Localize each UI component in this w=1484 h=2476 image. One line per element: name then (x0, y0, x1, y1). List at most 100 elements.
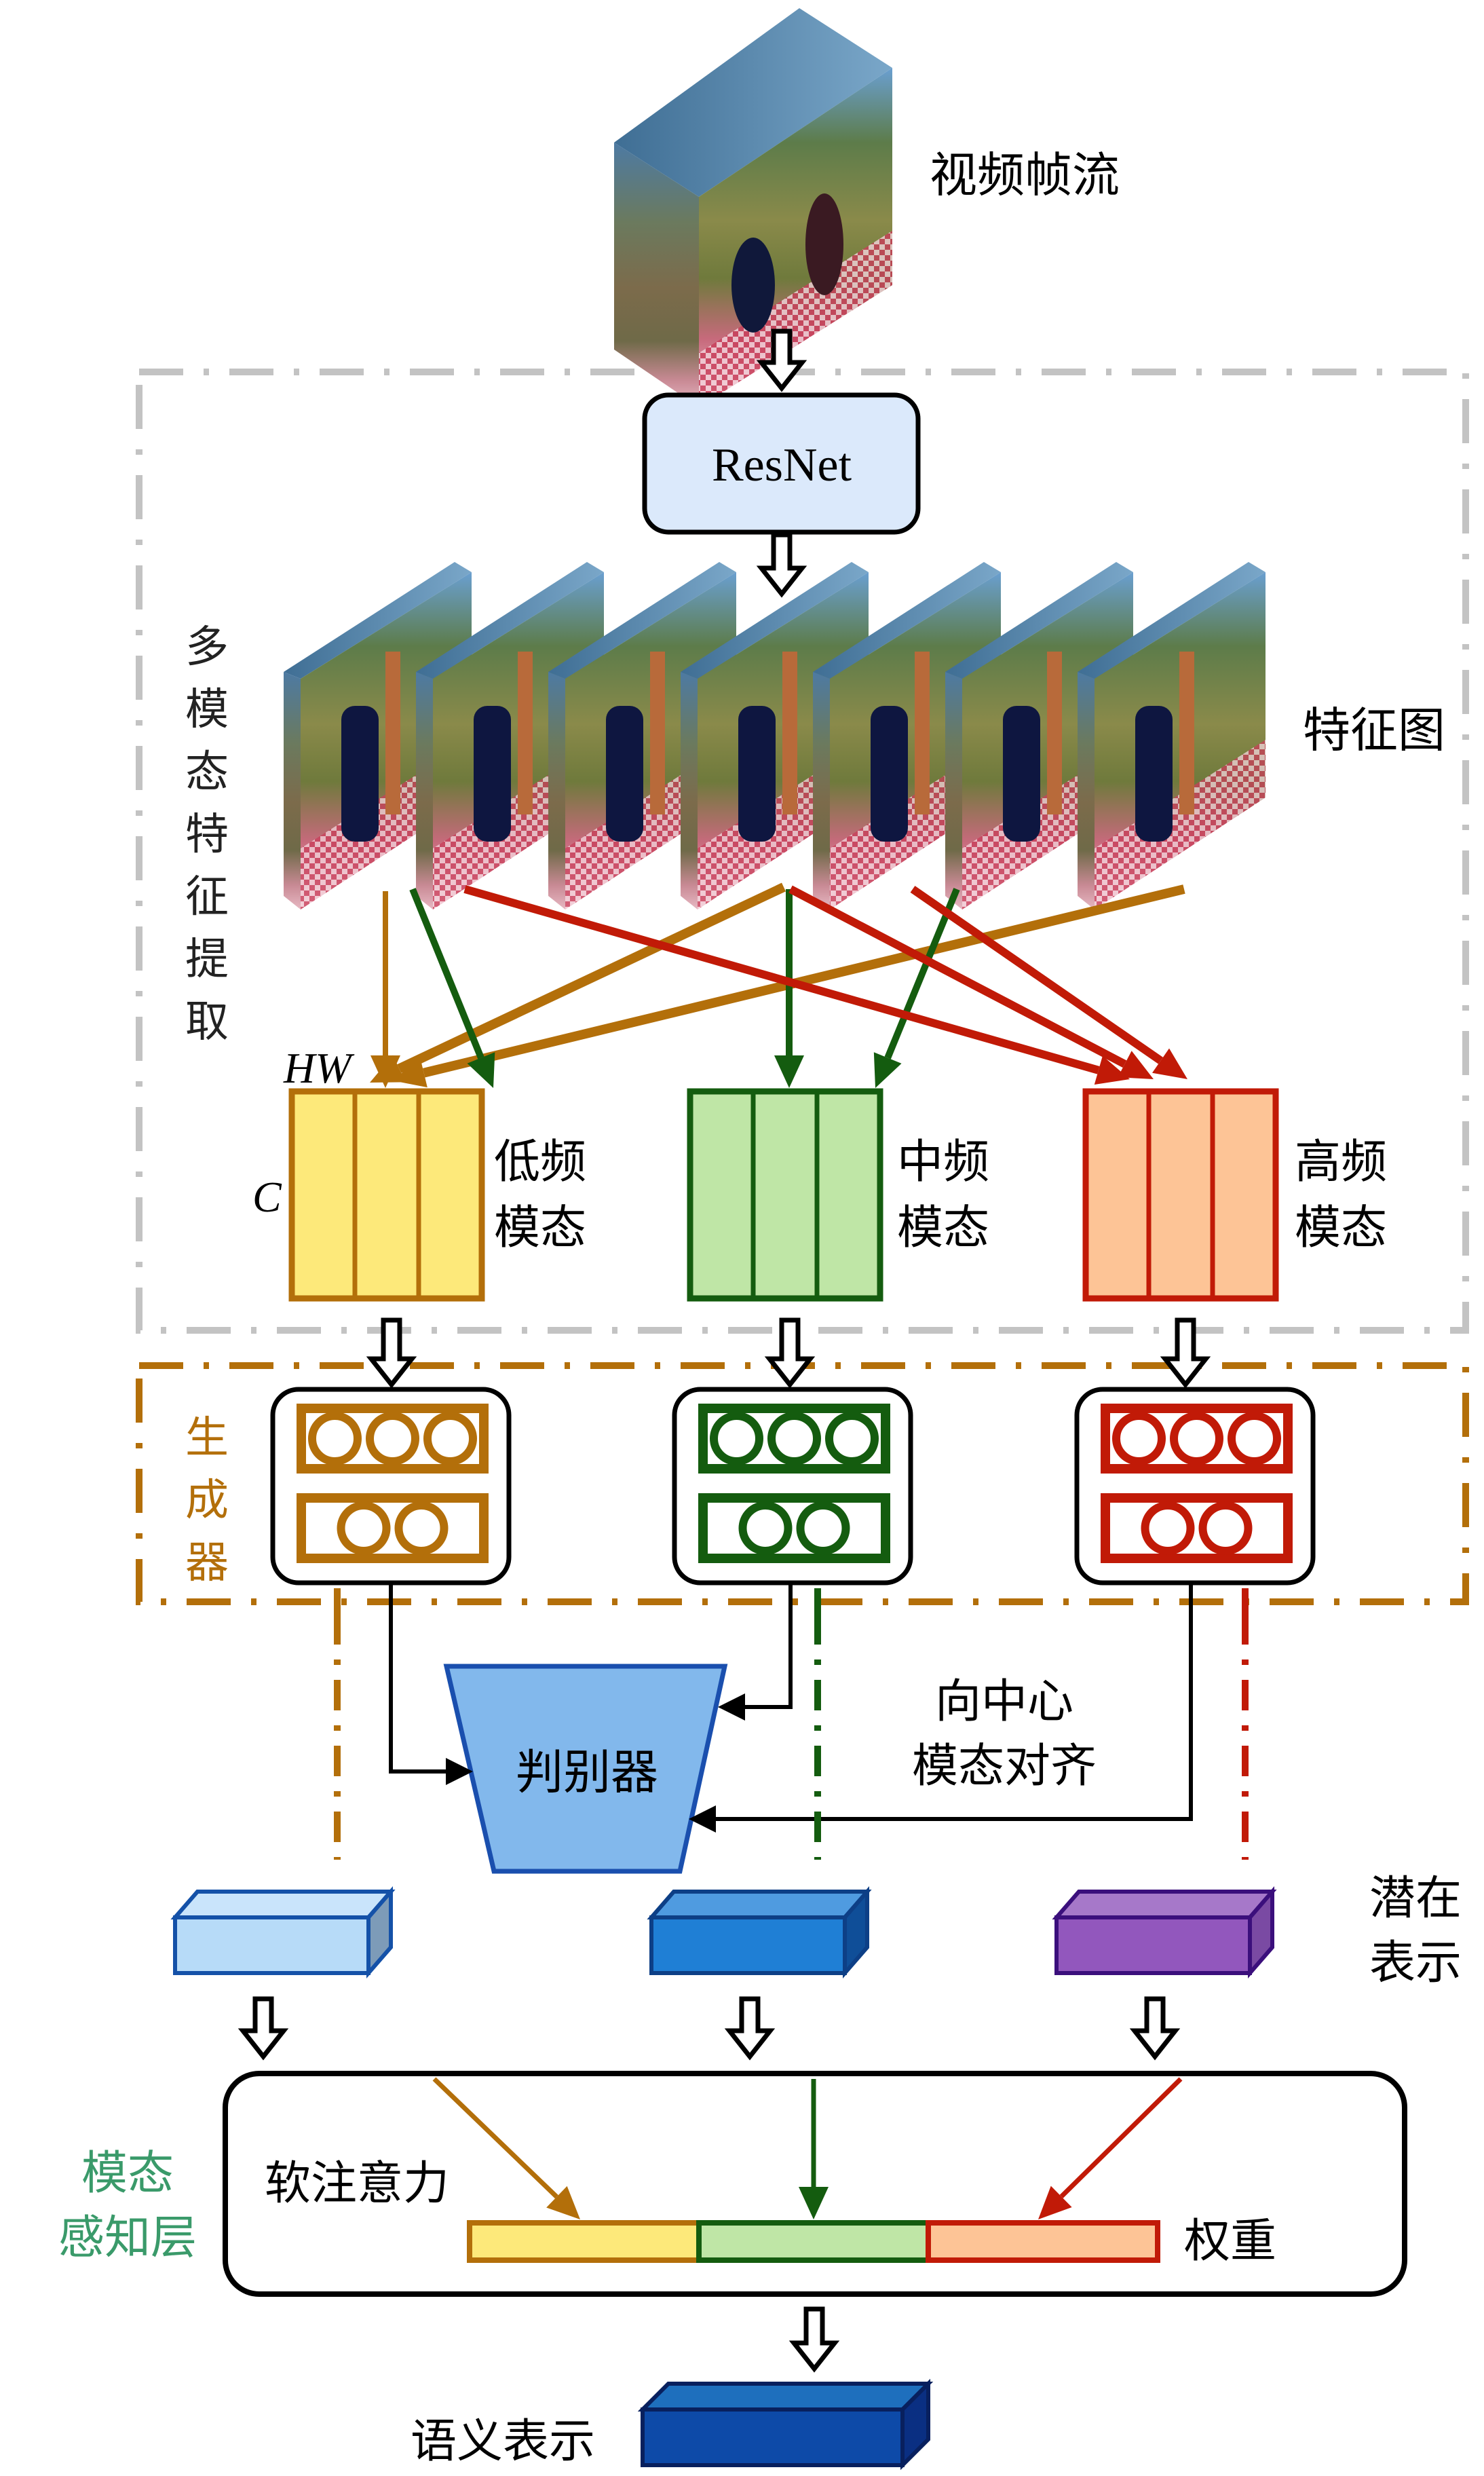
attention-arrow-low (432, 2077, 580, 2219)
output-label: 语义表示 (411, 2415, 595, 2469)
alignment-label-1: 向中心 (935, 1675, 1073, 1729)
resnet-block (642, 392, 921, 535)
arrow-head-icon (689, 1805, 716, 1833)
feature-map-side (681, 672, 698, 909)
generator-mid (672, 1387, 913, 1586)
modality-block-low (288, 1088, 485, 1302)
arrow-shaft (397, 882, 786, 1073)
block-top-face (1052, 1890, 1277, 1919)
modality-tensor (687, 1088, 883, 1302)
arrow-head-icon (799, 2187, 829, 2219)
modality-tensor (1082, 1088, 1279, 1302)
arrow-head-icon (873, 1052, 902, 1088)
arrow-shaft (1059, 2077, 1183, 2198)
arrow-to-generator-icon (764, 1317, 816, 1389)
arrow-head-icon (1118, 1051, 1154, 1079)
arrow-head-icon (392, 1058, 427, 1088)
connector-line (716, 1585, 1193, 1821)
arrow-head-icon (774, 1055, 804, 1088)
modality-high-label-2: 模态 (1295, 1201, 1387, 1255)
layer-rect (698, 1493, 890, 1563)
generator-low-to-discriminator (389, 1585, 473, 1785)
block-top-face (647, 1890, 872, 1919)
input-label: 视频帧流 (930, 147, 1120, 203)
person-silhouette (1135, 706, 1173, 842)
svg-text:生成器: 生成器 (185, 1413, 229, 1588)
person-silhouette (474, 706, 511, 842)
connector-line (745, 1585, 793, 1709)
modality-block-mid (687, 1088, 883, 1302)
attention-weight-low (467, 2220, 702, 2263)
feature-map-top (681, 562, 869, 679)
feature-map-top (284, 562, 472, 679)
neuron-icon (1228, 1412, 1281, 1465)
neuron-icon (710, 1412, 763, 1465)
feature-map-top (1078, 562, 1266, 679)
feature-map-side (813, 672, 830, 909)
generator-high-to-discriminator (689, 1585, 1193, 1833)
neuron-icon (1141, 1501, 1195, 1555)
arrow-to-feature-maps-icon (756, 532, 807, 598)
semantic-representation-block (637, 2378, 934, 2471)
alignment-label-2: 模态对齐 (912, 1740, 1097, 1793)
modality-tensor (288, 1088, 485, 1302)
mid-frequency-arrow (409, 888, 495, 1088)
neuron-icon (1198, 1501, 1253, 1555)
latent-mid-block (647, 1886, 872, 1979)
neuron-icon (738, 1501, 793, 1555)
section-label-feature-extraction: 多模态特征提取 (185, 622, 229, 1047)
dim-hw-label: HW (283, 1044, 355, 1092)
person-silhouette (650, 652, 665, 814)
arrow-to-perception-icon (1129, 1996, 1181, 2061)
feature-map-top (548, 562, 736, 679)
arrow-head-icon (546, 2186, 580, 2219)
neuron-icon (767, 1412, 821, 1465)
attention-label: 软注意力 (265, 2157, 449, 2211)
high-frequency-arrow (788, 885, 1154, 1079)
arrow-to-resnet-icon (756, 329, 807, 392)
attention-weight-mid (696, 2220, 931, 2263)
neuron-icon (1112, 1412, 1166, 1465)
block-front-face (649, 1915, 847, 1975)
feature-map-side (548, 672, 565, 909)
discriminator-trapezoid (443, 1664, 728, 1874)
low-frequency-arrow (370, 891, 400, 1088)
section-label-generator: 生成器 (185, 1413, 229, 1588)
latent-label-2: 表示 (1369, 1936, 1462, 1990)
discriminator-label: 判别器 (516, 1744, 658, 1800)
low-frequency-arrow (392, 884, 1185, 1088)
generator-high (1074, 1387, 1316, 1586)
arrow-to-perception-icon (724, 1996, 776, 2061)
modality-low-label-2: 模态 (494, 1201, 586, 1255)
block-top-face (170, 1890, 396, 1919)
arrow-head-icon (1038, 2186, 1072, 2219)
low-frequency-arrow (370, 882, 786, 1083)
block-front-face (641, 2407, 905, 2467)
latent-low-block (170, 1886, 396, 1979)
neuron-icon (423, 1412, 477, 1465)
weights-label: 权重 (1184, 2215, 1276, 2268)
feature-map-blanket (1095, 740, 1266, 909)
connector-line (389, 1585, 446, 1774)
svg-text:多模态特征提取: 多模态特征提取 (185, 622, 229, 1047)
arrow-to-output-icon (788, 2306, 840, 2373)
arrow-shaft (423, 884, 1185, 1078)
feature-map-side (284, 672, 301, 909)
latent-high-block (1052, 1886, 1277, 1979)
person-silhouette (1003, 706, 1040, 842)
cube-top-face (614, 8, 892, 197)
resnet-label: ResNet (712, 439, 852, 491)
person-silhouette (385, 652, 400, 814)
person-silhouette (915, 652, 930, 814)
cube-side-face (614, 143, 699, 407)
arrow-head-icon (446, 1758, 473, 1785)
arrow-shaft (432, 2077, 558, 2199)
modality-high-label-1: 高频 (1295, 1136, 1387, 1189)
arrow-shaft (409, 888, 484, 1059)
modality-low-label-1: 低频 (494, 1136, 586, 1189)
neuron-icon (394, 1501, 449, 1555)
feature-maps-label: 特征图 (1303, 702, 1445, 758)
perception-label-2: 感知层 (58, 2211, 197, 2265)
attention-weight-high (926, 2220, 1160, 2263)
